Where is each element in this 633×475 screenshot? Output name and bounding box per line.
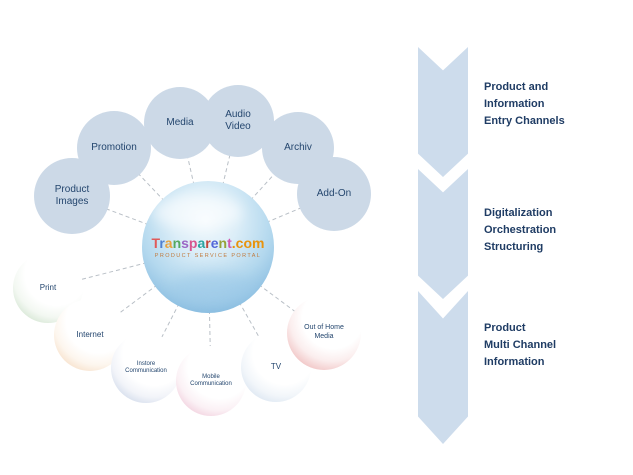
process-step-2-label: Digitalization Orchestration Structuring bbox=[484, 205, 614, 256]
hub-tagline: Product Service Portal bbox=[154, 253, 262, 259]
step-line: Multi Channel bbox=[484, 339, 557, 351]
node-label: Instore bbox=[136, 360, 156, 367]
globe-cloud-highlight bbox=[152, 195, 242, 229]
node-label: Communication bbox=[125, 368, 167, 374]
step-line: Information bbox=[484, 356, 545, 368]
step-line: Product and bbox=[484, 81, 549, 93]
step-line: Information bbox=[484, 98, 545, 110]
step-line: Orchestration bbox=[484, 224, 557, 236]
step-line: Entry Channels bbox=[484, 115, 565, 127]
node-label: Media bbox=[314, 333, 334, 340]
node-label: Archiv bbox=[284, 141, 312, 153]
node-add-on: Add-On bbox=[297, 157, 371, 231]
step-line: Product bbox=[484, 322, 526, 334]
node-label: Images bbox=[55, 196, 89, 207]
hub-globe: Transparent.com Product Service Portal bbox=[142, 181, 274, 313]
node-label: TV bbox=[270, 362, 282, 371]
node-label: Print bbox=[39, 283, 57, 292]
node-label: Communication bbox=[190, 381, 232, 387]
node-label: Mobile bbox=[202, 373, 220, 380]
globe-cloud-shadow bbox=[172, 273, 256, 303]
node-promotion: Promotion bbox=[77, 111, 151, 185]
node-label: Audio bbox=[225, 108, 251, 120]
node-out-of-home-media: Out of Home Media bbox=[287, 296, 361, 370]
node-label: Internet bbox=[76, 330, 104, 339]
node-instore-communication: Instore Communication bbox=[111, 333, 181, 403]
node-label: Promotion bbox=[91, 141, 137, 153]
step-line: Digitalization bbox=[484, 207, 553, 219]
process-step-3-label: Product Multi Channel Information bbox=[484, 320, 614, 371]
node-label: Product bbox=[54, 183, 90, 195]
node-label: Out of Home bbox=[304, 324, 344, 332]
node-mobile-communication: Mobile Communication bbox=[176, 346, 246, 416]
process-step-1-label: Product and Information Entry Channels bbox=[484, 79, 614, 130]
hub-logo: Transparent.com bbox=[151, 235, 265, 251]
node-label: Add-On bbox=[316, 187, 352, 199]
step-line: Structuring bbox=[484, 241, 544, 253]
node-label: Media bbox=[166, 116, 194, 128]
node-label: Video bbox=[225, 121, 251, 132]
